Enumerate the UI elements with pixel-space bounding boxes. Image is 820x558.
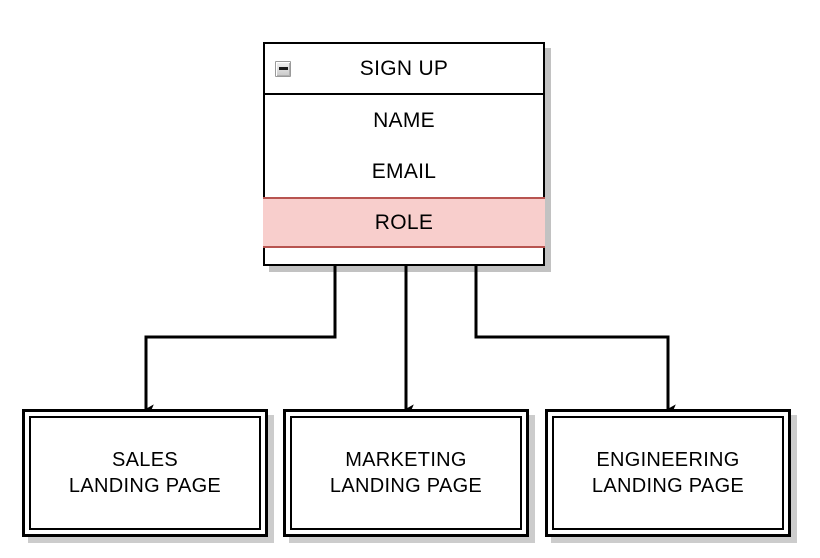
page-label-sales: SALES LANDING PAGE xyxy=(68,448,222,497)
minus-collapse-icon[interactable] xyxy=(275,60,291,77)
entity-sign-up[interactable]: SIGN UP NAME EMAIL ROLE xyxy=(263,42,545,266)
page-box-engineering[interactable]: ENGINEERING LANDING PAGE xyxy=(545,409,791,537)
edge-sign-up-to-sales xyxy=(144,266,337,414)
page-label-marketing: MARKETING LANDING PAGE xyxy=(329,448,483,497)
page-box-engineering-inner: ENGINEERING LANDING PAGE xyxy=(552,416,784,530)
page-box-marketing[interactable]: MARKETING LANDING PAGE xyxy=(283,409,529,537)
attribute-row-name[interactable]: NAME xyxy=(373,108,435,132)
page-label-engineering: ENGINEERING LANDING PAGE xyxy=(591,448,745,497)
entity-attribute-list: NAME EMAIL ROLE xyxy=(263,95,545,264)
entity-title: SIGN UP xyxy=(359,57,449,80)
page-box-sales[interactable]: SALES LANDING PAGE xyxy=(22,409,268,537)
attribute-row-role[interactable]: ROLE xyxy=(263,197,545,248)
minus-glyph xyxy=(278,67,288,70)
page-box-sales-inner: SALES LANDING PAGE xyxy=(29,416,261,530)
edge-sign-up-to-engineering xyxy=(474,266,676,414)
attribute-row-email[interactable]: EMAIL xyxy=(371,159,437,183)
entity-header: SIGN UP xyxy=(265,44,543,95)
page-box-marketing-inner: MARKETING LANDING PAGE xyxy=(290,416,522,530)
